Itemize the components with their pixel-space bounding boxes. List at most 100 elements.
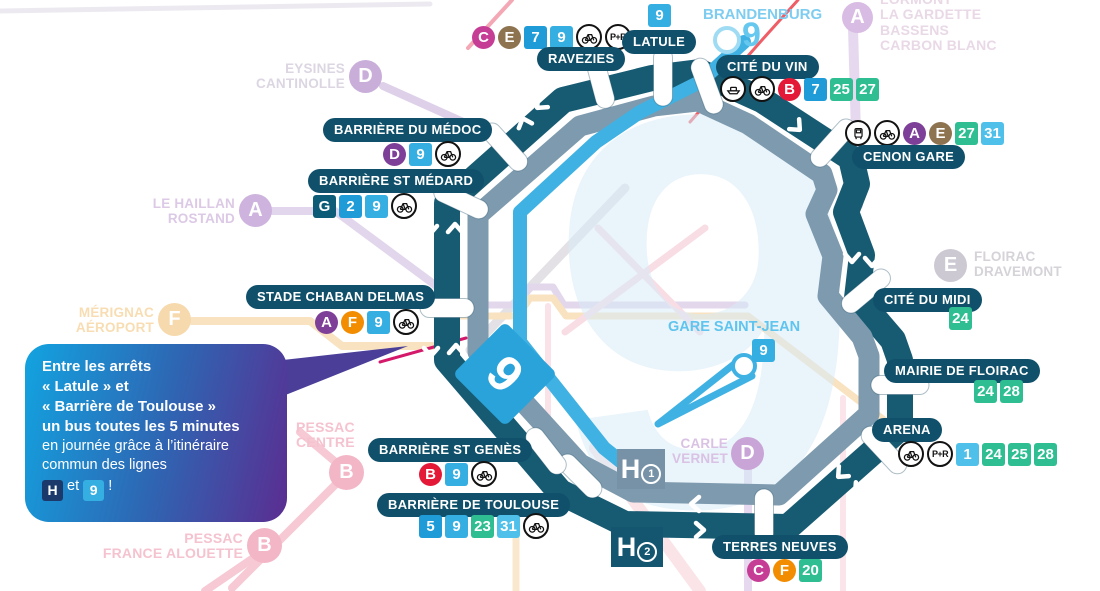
barriere-st-medard-badges: G 2 9	[313, 193, 417, 219]
callout-line: « Latule » et	[42, 377, 129, 395]
callout-line: un bus toutes les 5 minutes	[42, 417, 240, 435]
callout-line: Entre les arrêts	[42, 358, 152, 375]
line-2-badge: 2	[339, 194, 362, 218]
line-B-badge: B	[778, 77, 801, 101]
terminus-pessac-centre: PESSAC CENTRE	[296, 419, 355, 451]
barriere-de-toulouse-badges: 5 9 23 31	[419, 513, 549, 539]
bike-icon	[435, 141, 461, 167]
bike-icon	[523, 513, 549, 539]
mairie-de-floirac-badges: 24 28	[974, 380, 1023, 403]
latule-badge: 9	[648, 4, 671, 27]
line-F-terminus-circle: F	[158, 303, 191, 336]
line-31-badge: 31	[497, 514, 520, 538]
loop-outer-band	[434, 59, 913, 540]
station-markers	[419, 47, 930, 544]
line-9-badge: 9	[445, 514, 468, 538]
callout-tail	[283, 346, 408, 396]
bike-icon	[391, 193, 417, 219]
line-C-badge: C	[747, 559, 770, 582]
gare-saint-jean-label: GARE SAINT-JEAN	[668, 319, 801, 335]
callout-line: commun des lignes	[42, 457, 167, 474]
terminus-eysines: EYSINES CANTINOLLE	[256, 61, 345, 91]
callout-exclamation: !	[108, 478, 113, 495]
line-9-badge: 9	[409, 142, 432, 166]
brandenburg-terminus-circle	[713, 26, 741, 54]
line-A-badge: A	[315, 310, 338, 334]
bike-icon	[471, 461, 497, 487]
line-C-badge: C	[472, 25, 495, 49]
line-7-badge: 7	[804, 77, 827, 101]
line9-flag: 9	[455, 324, 555, 424]
brandenburg-line9-numeral: 9	[742, 16, 761, 54]
info-callout: Entre les arrêts « Latule » et « Barrièr…	[25, 344, 287, 522]
station-pill-cite-du-vin: CITÉ DU VIN	[716, 55, 819, 79]
line-23-badge: 23	[471, 514, 494, 538]
line-20-badge: 20	[799, 559, 822, 582]
line-25-badge: 25	[1008, 442, 1031, 466]
station-pill-barriere-st-genes: BARRIÈRE ST GENÈS	[368, 438, 533, 462]
brandenburg-label: BRANDENBURG	[703, 6, 823, 23]
bike-icon	[393, 309, 419, 335]
line-31-badge: 31	[981, 121, 1004, 145]
line-B-terminus-circle: B	[329, 455, 364, 490]
line-D-terminus-circle: D	[731, 437, 764, 470]
boat-icon	[720, 76, 746, 102]
bike-icon	[874, 120, 900, 146]
station-pill-terres-neuves: TERRES NEUVES	[712, 535, 848, 559]
cite-du-midi-badges: 24	[949, 307, 972, 330]
station-pill-stade-chaban-delmas: STADE CHABAN DELMAS	[246, 285, 436, 309]
line-28-badge: 28	[1034, 442, 1057, 466]
station-pill-barriere-st-medard: BARRIÈRE ST MÉDARD	[308, 169, 485, 193]
stade-chaban-delmas-badges: A F 9	[315, 309, 419, 335]
line-E-terminus-circle: E	[934, 249, 967, 282]
park-and-ride-icon: P+R	[927, 441, 953, 467]
station-pill-barriere-du-medoc: BARRIÈRE DU MÉDOC	[323, 118, 493, 142]
line-1-badge: 1	[956, 442, 979, 466]
terres-neuves-badges: C F 20	[747, 559, 822, 582]
terminus-floirac-dravemont: FLOIRAC DRAVEMONT	[974, 249, 1062, 279]
callout-conjunction: et	[67, 478, 80, 495]
bike-icon	[898, 441, 924, 467]
gare-saint-jean-badge: 9	[752, 339, 775, 362]
terminus-carle-vernet: CARLE VERNET	[672, 436, 728, 466]
line-9-badge: 9	[367, 310, 390, 334]
line-F-badge: F	[773, 559, 796, 582]
barriere-st-genes-badges: B 9	[419, 461, 497, 487]
line-9-badge: 9	[752, 339, 775, 362]
line-G-badge: G	[313, 194, 336, 218]
line-24-badge: 24	[949, 307, 972, 330]
station-pill-cenon-gare: CENON GARE	[852, 145, 966, 169]
tram-icon	[845, 120, 871, 146]
line-9-badge: 9	[550, 25, 573, 49]
line-B-terminus-circle: B	[247, 528, 282, 563]
line-7-badge: 7	[524, 25, 547, 49]
line-9-badge: 9	[445, 462, 468, 486]
line9-route	[513, 35, 756, 479]
line-H-badge: H	[42, 480, 63, 502]
cite-du-vin-badges: B 7 25 27	[720, 76, 879, 102]
line-27-badge: 27	[955, 121, 978, 145]
arena-badges: P+R 1 24 25 28	[898, 441, 1057, 467]
line-28-badge: 28	[1000, 380, 1023, 403]
line-F-badge: F	[341, 310, 364, 334]
terminus-lormont: LORMONT LA GARDETTE BASSENS CARBON BLANC	[880, 0, 997, 54]
ravezies-badges: C E 7 9 P+R	[472, 24, 631, 50]
line-5-badge: 5	[419, 514, 442, 538]
line-25-badge: 25	[830, 77, 853, 101]
line-A-terminus-circle: A	[842, 2, 873, 33]
line-E-badge: E	[498, 25, 521, 49]
terminus-pessac-alouette: PESSAC FRANCE ALOUETTE	[102, 530, 243, 562]
barriere-du-medoc-badges: D 9	[383, 141, 461, 167]
line-24-badge: 24	[982, 442, 1005, 466]
gare-saint-jean-terminus-circle	[731, 353, 757, 379]
line-A-terminus-circle: A	[239, 194, 272, 227]
line-D-badge: D	[383, 142, 406, 166]
callout-line: « Barrière de Toulouse »	[42, 397, 216, 415]
line-D-terminus-circle: D	[349, 60, 382, 93]
terminus-le-haillan: LE HAILLAN ROSTAND	[152, 196, 235, 226]
station-pill-ravezies: RAVEZIES	[537, 47, 626, 71]
line-A-badge: A	[903, 121, 926, 145]
